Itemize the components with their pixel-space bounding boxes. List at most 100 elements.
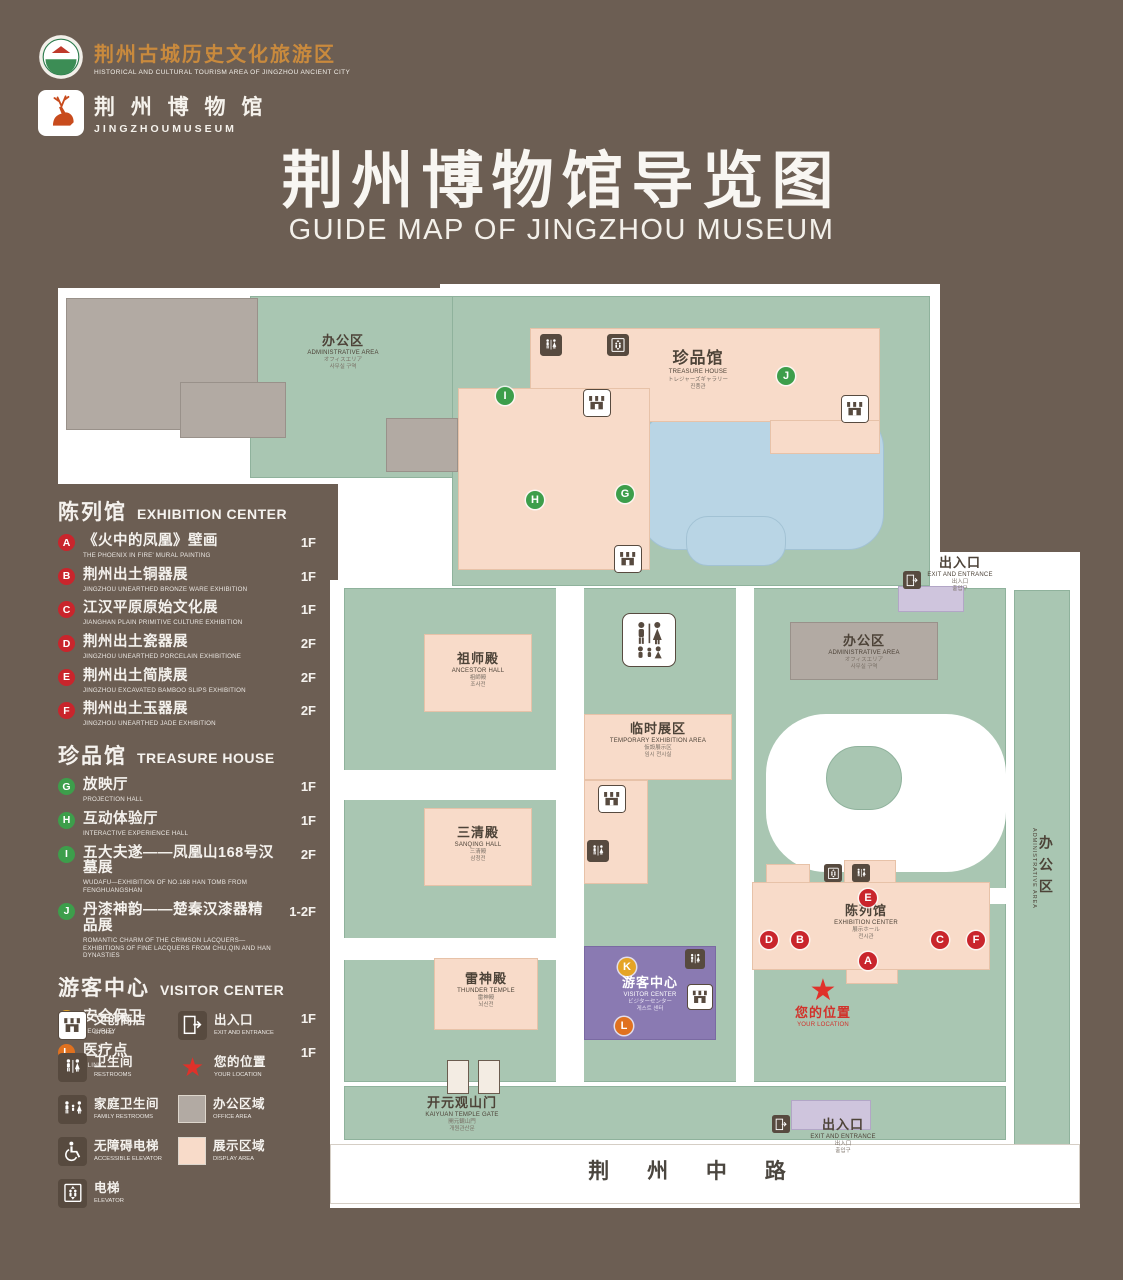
map-area-white <box>344 770 558 800</box>
map-area-gray <box>180 382 286 438</box>
map-marker-A: A <box>859 952 877 970</box>
legend-marker-H: H <box>58 811 75 829</box>
accessible-icon <box>58 1136 87 1166</box>
map-marker-F: F <box>967 931 985 949</box>
map-marker-I: I <box>496 387 514 405</box>
deer-logo-icon <box>38 90 84 136</box>
store-icon <box>598 785 626 813</box>
legend-floor: 1F <box>300 779 316 795</box>
map-area-lav <box>791 1100 871 1130</box>
map-area-pink <box>424 634 532 712</box>
store-icon <box>841 395 869 423</box>
legend-floor: 2F <box>300 703 316 719</box>
exit-icon <box>178 1010 207 1040</box>
store-icon <box>687 984 713 1010</box>
tourism-emblem-icon <box>38 34 84 80</box>
page-subtitle: GUIDE MAP OF JINGZHOU MUSEUM <box>288 214 835 246</box>
legend-marker-G: G <box>58 778 75 796</box>
map-marker-D: D <box>760 931 778 949</box>
map-area-pink <box>424 808 532 886</box>
map-area-pond <box>686 516 786 566</box>
exit-icon <box>772 1115 790 1133</box>
legend-section-title: 陈列馆 <box>58 501 127 524</box>
legend-floor: 2F <box>300 846 316 862</box>
map-area-white <box>556 588 584 1082</box>
map-marker-L: L <box>615 1017 633 1035</box>
legend-floor: 1F <box>300 535 316 550</box>
tourism-area-name: 荆州古城历史文化旅游区 <box>94 44 336 66</box>
legend-marker-D: D <box>58 635 75 653</box>
map-label: 荆 州 中 路 <box>588 1160 802 1183</box>
legend-floor: 1F <box>300 568 316 584</box>
museum-name-en: JINGZHOUMUSEUM <box>94 123 237 135</box>
legend-marker-E: E <box>58 668 75 686</box>
legend-floor: 1F <box>300 602 316 618</box>
restroom-icon <box>587 840 609 862</box>
your-location-star-icon: ★ <box>180 1052 205 1082</box>
legend-floor: 1F <box>300 1011 316 1026</box>
museum-logo: 荆 州 博 物 馆 JINGZHOUMUSEUM <box>38 90 267 136</box>
legend-marker-B: B <box>58 567 75 585</box>
tourism-area-logo: 荆州古城历史文化旅游区 HISTORICAL AND CULTURAL TOUR… <box>38 34 350 80</box>
map-area-green <box>344 1086 1006 1140</box>
map-area-gate <box>447 1060 469 1094</box>
map-area-lav <box>898 586 964 612</box>
legend-marker-I: I <box>58 845 75 863</box>
legend-section-title-en: TREASURE HOUSE <box>137 750 275 767</box>
your-location-star-icon: ★ <box>809 974 837 1007</box>
page-title: 荆州博物馆导览图 <box>281 147 842 216</box>
legend-floor: 1F <box>300 1044 316 1060</box>
map-area-pink <box>458 388 650 570</box>
legend-floor: 1-2F <box>289 903 316 919</box>
legend-marker-A: A <box>58 534 75 551</box>
family-icon <box>58 1094 87 1124</box>
elevator-icon <box>58 1178 87 1208</box>
legend-section-title-en: VISITOR CENTER <box>160 982 285 998</box>
map-area-white <box>344 938 558 960</box>
map-area-white <box>330 1144 1080 1204</box>
legend-floor: 1F <box>300 812 316 828</box>
legend-marker-F: F <box>58 702 75 720</box>
tourism-area-name-en: HISTORICAL AND CULTURAL TOURISM AREA OF … <box>94 69 351 76</box>
map-area-gray <box>790 622 938 680</box>
restroom-icon <box>852 864 870 882</box>
swatch-gray-swatch <box>178 1095 206 1123</box>
legend-marker-C: C <box>58 601 75 619</box>
map-marker-K: K <box>618 958 636 976</box>
legend-section-title: 游客中心 <box>58 977 150 1000</box>
map-marker-E: E <box>859 889 877 907</box>
map-marker-B: B <box>791 931 809 949</box>
legend-floor: 2F <box>300 669 316 685</box>
elevator-icon <box>607 334 629 356</box>
map-area-green <box>1014 590 1070 1146</box>
restroom-icon <box>540 334 562 356</box>
map-area-pink <box>766 864 810 884</box>
